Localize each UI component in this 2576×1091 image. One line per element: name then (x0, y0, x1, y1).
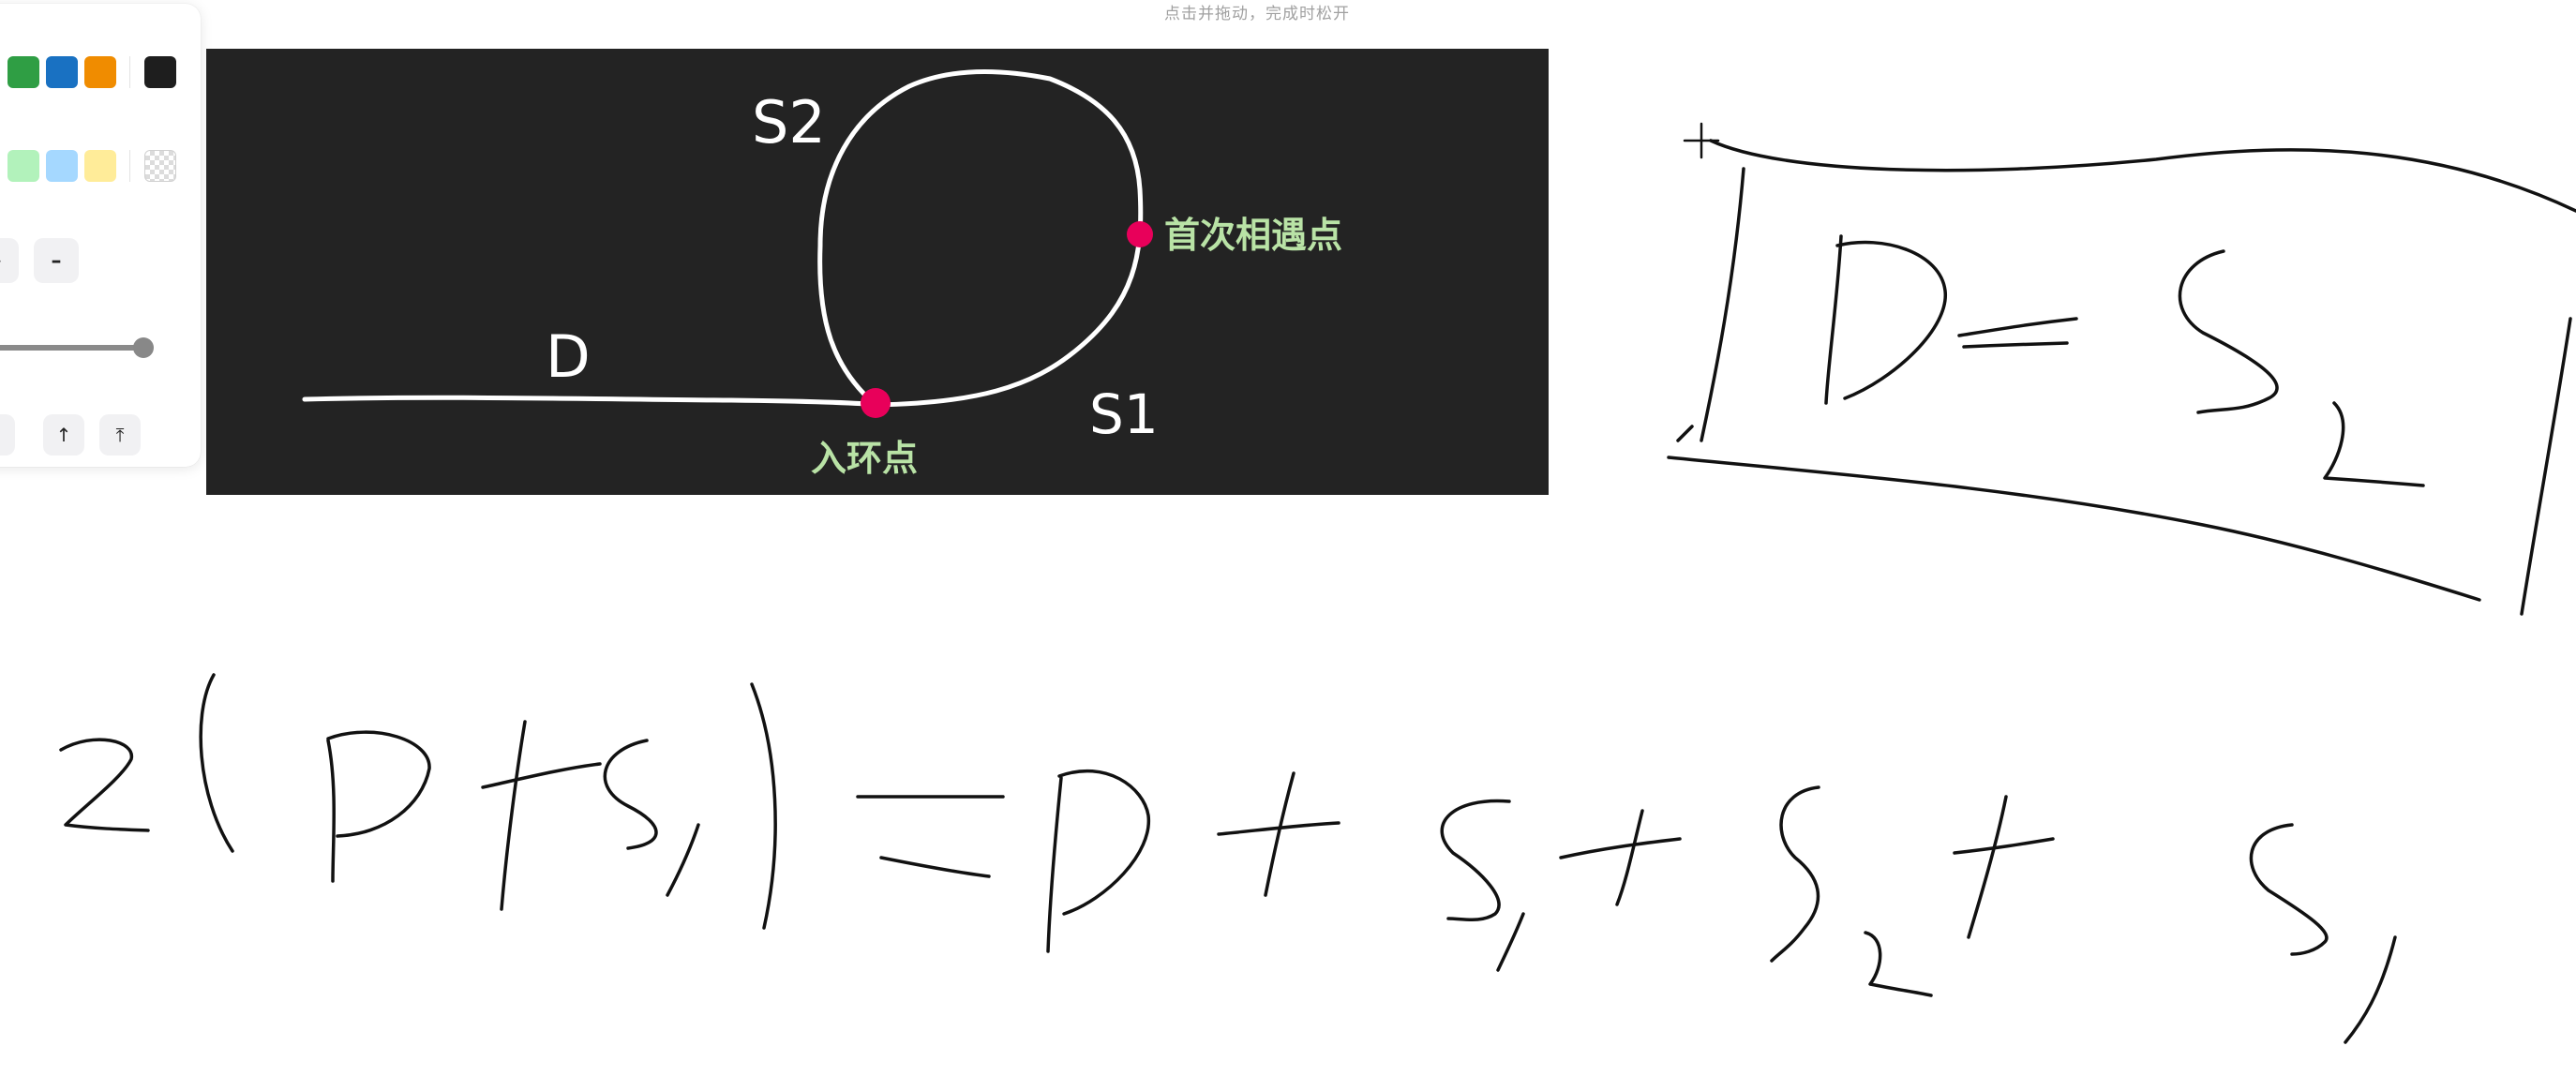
stroke-width-bold-icon: – (51, 248, 62, 273)
stroke-width-icon: – (0, 249, 2, 273)
stroke-width-button[interactable]: – (0, 238, 19, 283)
cycle-diagram-image[interactable]: S2 D S1 首次相遇点 入环点 (206, 49, 1549, 495)
fill-color-light-blue[interactable] (46, 150, 78, 182)
label-s1: S1 (1089, 382, 1159, 446)
fill-color-light-yellow[interactable] (84, 150, 116, 182)
crosshair-icon (1683, 122, 1720, 159)
label-s2: S2 (752, 88, 826, 157)
hint-text: 点击并拖动，完成时松开 (1164, 5, 1350, 23)
meeting-point (1127, 221, 1153, 247)
cycle-loop (817, 68, 1144, 408)
arrow-up-icon: ↑ (55, 424, 72, 446)
entry-point (861, 388, 891, 418)
opacity-slider-thumb[interactable] (133, 337, 154, 358)
opacity-slider-track[interactable] (0, 345, 144, 351)
send-backward-button[interactable]: ↓ (0, 414, 15, 456)
stroke-color-green[interactable] (7, 56, 39, 88)
arrow-down-icon: ↓ (0, 424, 2, 446)
fill-color-light-green[interactable] (7, 150, 39, 182)
label-meeting-point: 首次相遇点 (1164, 215, 1342, 256)
tail-line (302, 395, 878, 408)
bring-to-front-button[interactable]: ⤒ (99, 414, 141, 456)
cycle-diagram-svg: S2 D S1 首次相遇点 入环点 (302, 68, 1342, 479)
fill-separator (129, 150, 130, 182)
properties-panel: – – ↓ ↑ ⤒ (0, 4, 201, 467)
arrow-to-top-icon: ⤒ (115, 424, 125, 446)
bring-forward-button[interactable]: ↑ (43, 414, 84, 456)
boxed-equation (1667, 139, 2576, 616)
label-d: D (546, 322, 591, 391)
label-entry-point: 入环点 (811, 438, 918, 479)
color-separator (129, 56, 130, 88)
stroke-color-orange[interactable] (84, 56, 116, 88)
stroke-color-black[interactable] (144, 56, 176, 88)
fill-color-transparent[interactable] (144, 150, 176, 182)
expanded-equation (59, 673, 2397, 1044)
stroke-color-blue[interactable] (46, 56, 78, 88)
stroke-width-bold-button[interactable]: – (34, 238, 79, 283)
